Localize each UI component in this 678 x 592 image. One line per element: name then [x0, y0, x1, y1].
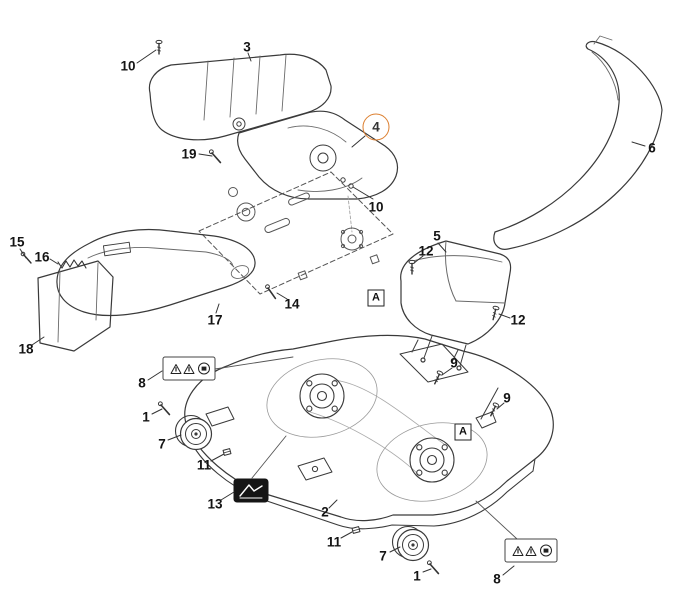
- deck-housing-2: [184, 334, 554, 530]
- part-callout-8[interactable]: 8: [138, 375, 146, 391]
- label-13-plate: [233, 435, 287, 503]
- spring-16-icon: [57, 259, 87, 269]
- part-6-ejection-chute: [493, 35, 663, 250]
- warning-label-8-a: [162, 356, 294, 381]
- part-3-top-cover: [148, 53, 332, 141]
- part-callout-5[interactable]: 5: [433, 228, 441, 244]
- ref-marker-A: A: [454, 423, 472, 441]
- part-18-deflector: [37, 260, 114, 352]
- part-callout-8[interactable]: 8: [493, 571, 501, 587]
- part-callout-13[interactable]: 13: [207, 496, 223, 512]
- screw-12-b-icon: [489, 305, 500, 322]
- part-17-discharge-chute: [56, 228, 256, 317]
- warning-label-8-b: [475, 500, 558, 563]
- part-callout-19[interactable]: 19: [181, 146, 197, 162]
- part-callout-11[interactable]: 11: [326, 534, 342, 550]
- part-callout-6[interactable]: 6: [648, 140, 656, 156]
- screw-10-top-icon: [155, 39, 163, 55]
- bolt-9-a-icon: [431, 369, 445, 386]
- wheel-7-rear: [391, 525, 430, 562]
- part-callout-11[interactable]: 11: [196, 457, 212, 473]
- part-callout-16[interactable]: 16: [34, 249, 50, 265]
- bolt-9-b-icon: [487, 401, 501, 418]
- part-callout-10[interactable]: 10: [120, 58, 136, 74]
- axle-pin-1-front-icon: [155, 400, 174, 416]
- part-callout-14[interactable]: 14: [284, 296, 300, 312]
- wheel-7-front: [174, 414, 213, 451]
- part-callout-15[interactable]: 15: [9, 234, 25, 250]
- part-callout-7[interactable]: 7: [379, 548, 387, 564]
- part-callout-12[interactable]: 12: [418, 243, 434, 259]
- ref-marker-A: A: [367, 289, 385, 307]
- part-callout-7[interactable]: 7: [158, 436, 166, 452]
- part-callout-9[interactable]: 9: [450, 355, 458, 371]
- axle-pin-1-rear-icon: [424, 559, 443, 575]
- nut-11-b-icon: [351, 526, 361, 534]
- mounting-plate-dashed: [198, 171, 394, 295]
- part-callout-3[interactable]: 3: [243, 39, 251, 55]
- part-callout-2[interactable]: 2: [321, 504, 329, 520]
- part-callout-4[interactable]: 4: [362, 113, 390, 141]
- spindle-right: [409, 437, 455, 483]
- leader-lines: [19, 49, 646, 576]
- part-callout-10[interactable]: 10: [368, 199, 384, 215]
- part-callout-1[interactable]: 1: [413, 568, 421, 584]
- part-callout-12[interactable]: 12: [510, 312, 526, 328]
- part-callout-18[interactable]: 18: [18, 341, 34, 357]
- part-callout-9[interactable]: 9: [503, 390, 511, 406]
- part-callout-17[interactable]: 17: [207, 312, 223, 328]
- spindle-left: [299, 373, 345, 419]
- part-callout-1[interactable]: 1: [142, 409, 150, 425]
- part-4-belt-cover: [237, 110, 399, 233]
